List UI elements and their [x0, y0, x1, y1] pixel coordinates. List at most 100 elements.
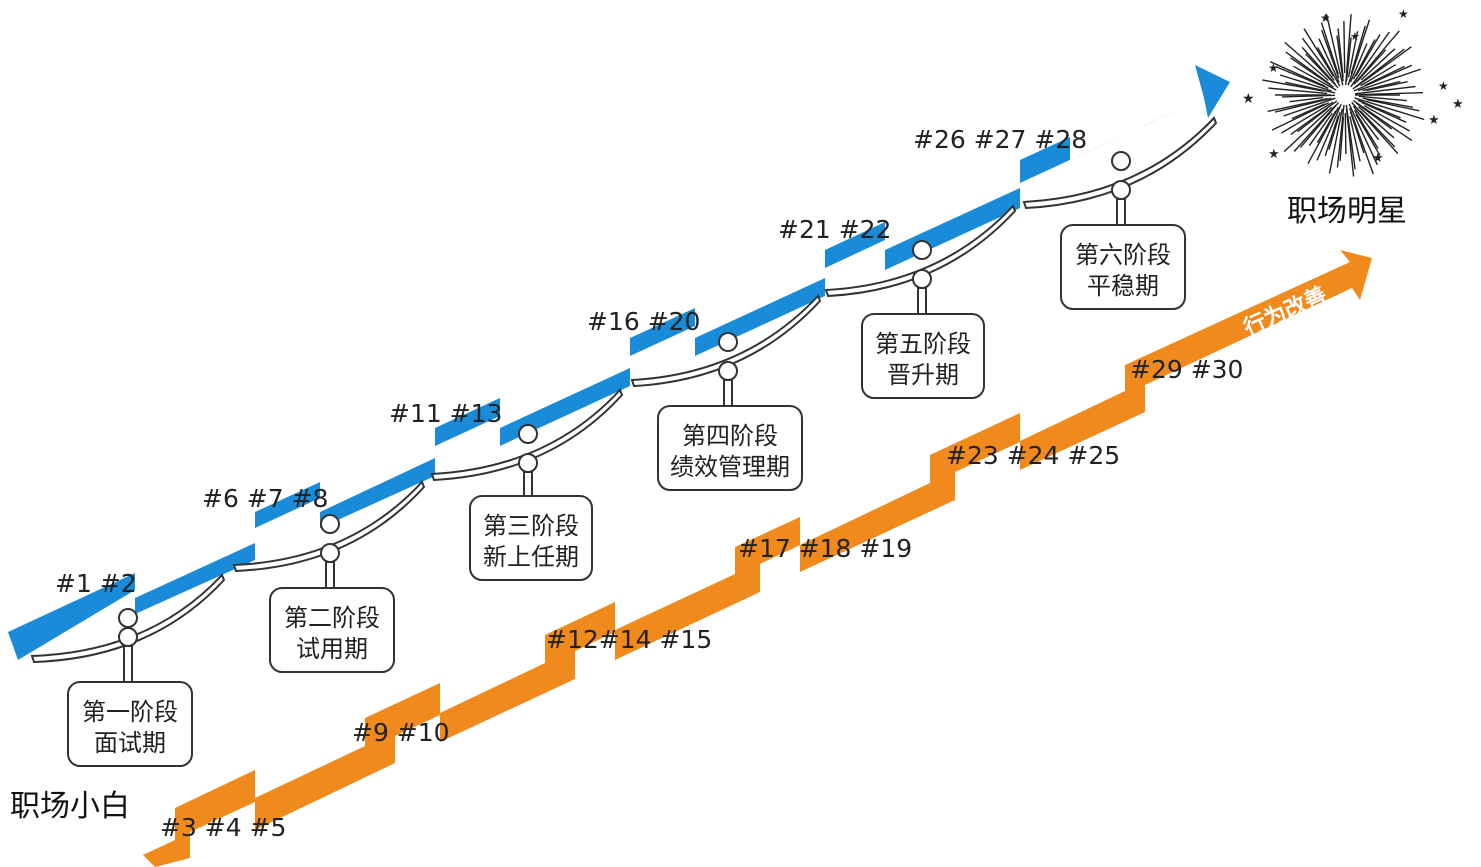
star-icons: ★ ★ ★ ★ ★ ★ ★ ★ ★ ★	[1242, 7, 1464, 166]
firework-ray	[1291, 103, 1326, 120]
firework-ray	[1307, 106, 1340, 165]
firework-ray	[1320, 22, 1339, 75]
firework-ray	[1325, 13, 1344, 86]
stage-1-title: 第一阶段	[82, 698, 178, 726]
firework-ray	[1344, 112, 1347, 155]
end-label: 职场明星	[1287, 194, 1407, 229]
lower-marker-6: #29 #30	[1130, 355, 1243, 384]
firework-ray	[1339, 116, 1345, 161]
firework-ray	[1293, 65, 1337, 91]
firework-ray	[1316, 103, 1342, 161]
firework-ray	[1345, 37, 1352, 82]
firework-ray	[1349, 116, 1361, 162]
svg-text:★: ★	[1350, 30, 1360, 43]
fireworks-icon	[1262, 13, 1425, 177]
firework-ray	[1343, 20, 1346, 74]
firework-ray	[1351, 101, 1399, 155]
firework-ray	[1349, 111, 1365, 154]
lower-marker-4: #17 #18 #19	[738, 534, 912, 563]
firework-ray	[1349, 43, 1368, 83]
upper-marker-2: #6 #7 #8	[202, 484, 328, 513]
firework-ray	[1362, 97, 1414, 108]
firework-ray	[1283, 106, 1333, 153]
upper-marker-6: #26 #27 #28	[913, 125, 1087, 154]
firework-ray	[1355, 113, 1381, 156]
firework-ray	[1316, 110, 1337, 143]
stage-5-subtitle: 晋升期	[887, 361, 959, 389]
firework-ray	[1283, 97, 1336, 117]
stage-3: 第三阶段 新上任期	[430, 388, 624, 581]
firework-ray	[1301, 37, 1335, 82]
lower-track-arrow	[143, 250, 1372, 867]
firework-ray	[1318, 38, 1340, 83]
firework-ray	[1290, 100, 1338, 135]
firework-ray	[1366, 98, 1420, 112]
stage-2-subtitle: 试用期	[296, 635, 368, 663]
firework-ray	[1316, 47, 1341, 87]
firework-ray	[1353, 64, 1412, 92]
stage-3-subtitle: 新上任期	[483, 543, 579, 571]
firework-ray	[1328, 112, 1341, 150]
firework-ray	[1360, 64, 1397, 87]
svg-text:★: ★	[1398, 7, 1409, 21]
upper-marker-1: #1 #2	[55, 569, 137, 598]
firework-ray	[1289, 96, 1324, 103]
firework-ray	[1269, 60, 1326, 87]
firework-ray	[1347, 19, 1371, 86]
svg-text:★: ★	[1320, 11, 1331, 25]
stage-5-title: 第五阶段	[875, 330, 971, 358]
upper-marker-4: #16 #20	[587, 307, 700, 336]
firework-ray	[1355, 102, 1393, 130]
firework-ray	[1360, 48, 1396, 81]
firework-ray	[1293, 104, 1337, 152]
firework-ray	[1358, 92, 1424, 96]
stage-2: 第二阶段 试用期	[232, 480, 426, 673]
upper-marker-3: #11 #13	[389, 399, 502, 428]
svg-text:★: ★	[1242, 91, 1255, 107]
firework-ray	[1350, 25, 1366, 75]
firework-ray	[1262, 79, 1324, 92]
firework-ray	[1321, 29, 1340, 79]
firework-ray	[1303, 28, 1334, 77]
firework-ray	[1297, 107, 1329, 133]
firework-ray	[1353, 109, 1379, 149]
firework-ray	[1274, 97, 1332, 113]
lower-marker-2: #9 #10	[352, 718, 450, 747]
firework-ray	[1358, 95, 1407, 102]
stage-4: 第四阶段 绩效管理期	[630, 294, 822, 491]
stage-1: 第一阶段 面试期	[30, 573, 226, 767]
stage-1-subtitle: 面试期	[94, 729, 166, 757]
firework-ray	[1353, 30, 1400, 85]
firework-ray	[1361, 101, 1407, 123]
stage-6-subtitle: 平稳期	[1087, 272, 1159, 300]
stage-4-title: 第四阶段	[682, 422, 778, 450]
stage-3-title: 第三阶段	[483, 512, 579, 540]
firework-ray	[1355, 34, 1381, 77]
stage-5: 第五阶段 晋升期	[824, 204, 1017, 399]
firework-ray	[1301, 46, 1337, 86]
lower-marker-5: #23 #24 #25	[946, 441, 1120, 470]
firework-ray	[1358, 106, 1395, 139]
svg-text:★: ★	[1372, 151, 1384, 166]
firework-ray	[1345, 108, 1355, 177]
firework-ray	[1308, 112, 1333, 147]
firework-ray	[1352, 39, 1376, 80]
firework-ray	[1354, 85, 1416, 95]
firework-ray	[1347, 31, 1359, 78]
stage-6-title: 第六阶段	[1075, 241, 1171, 269]
firework-ray	[1285, 81, 1336, 94]
firework-ray	[1345, 14, 1352, 86]
firework-ray	[1357, 68, 1421, 92]
firework-ray	[1356, 49, 1387, 83]
stage-2-title: 第二阶段	[284, 604, 380, 632]
upper-marker-5: #21 #22	[778, 215, 891, 244]
svg-text:★: ★	[1428, 113, 1440, 128]
svg-text:★: ★	[1268, 61, 1279, 75]
stage-4-subtitle: 绩效管理期	[670, 453, 790, 481]
firework-ray	[1279, 74, 1332, 92]
upper-track-arrow	[8, 65, 1230, 660]
firework-ray	[1271, 102, 1330, 131]
firework-ray	[1275, 65, 1329, 89]
stage-6: 第六阶段 平稳期	[1022, 116, 1218, 310]
firework-ray	[1268, 87, 1328, 95]
